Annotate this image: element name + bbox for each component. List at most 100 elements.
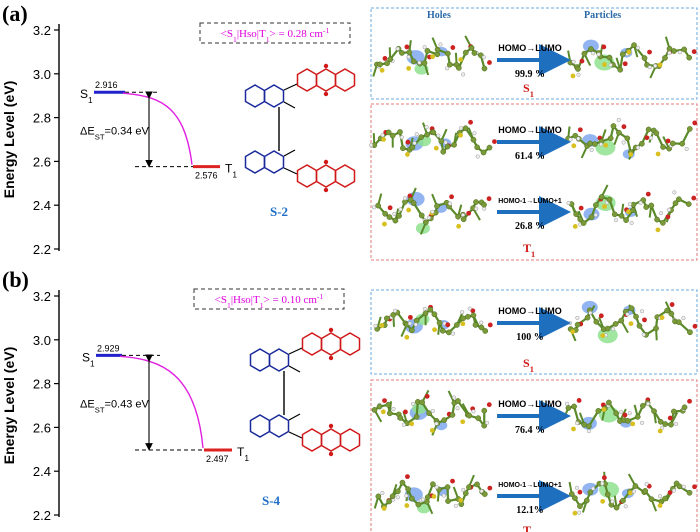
atom — [384, 60, 390, 67]
oxygen-atom — [691, 49, 697, 55]
t1-value: 2.497 — [206, 454, 229, 464]
atom — [449, 412, 456, 418]
atom — [462, 49, 469, 56]
atom — [624, 135, 631, 142]
oxygen-atom — [601, 44, 607, 50]
hydrogen-atom — [460, 310, 465, 315]
atom — [405, 486, 411, 492]
thioxanthone-ring — [339, 428, 361, 452]
atom — [377, 61, 383, 68]
atom — [631, 42, 637, 48]
sulfur-atom — [429, 428, 435, 433]
atom — [681, 404, 688, 411]
sulfur-atom — [406, 65, 412, 71]
atom — [610, 123, 617, 129]
atom — [444, 484, 451, 490]
sulfur-atom — [601, 407, 607, 412]
naphthyl-ring — [249, 348, 271, 372]
hydrogen-atom — [635, 145, 641, 150]
hydrogen-atom — [647, 65, 652, 70]
hydrogen-atom — [410, 401, 416, 406]
hydrogen-atom — [684, 146, 689, 151]
carbonyl-mark — [323, 91, 329, 97]
atom — [389, 132, 396, 139]
transition-label: HOMO→LUMO — [498, 399, 562, 409]
atom — [654, 216, 660, 223]
hydrogen-atom — [623, 504, 628, 509]
atom — [392, 217, 399, 224]
naphthyl-ring — [244, 84, 266, 108]
sulfur-atom — [382, 221, 387, 227]
atom — [481, 201, 487, 208]
hydrogen-atom — [422, 306, 427, 311]
atom — [668, 421, 674, 428]
chemical-structure — [249, 327, 361, 457]
s1-state-label: S1 — [523, 81, 534, 99]
sulfur-atom — [626, 209, 631, 215]
y-tick-label: 3.0 — [33, 67, 51, 82]
t1-box — [370, 379, 698, 532]
hydrogen-atom — [467, 306, 472, 311]
atom — [472, 322, 479, 328]
thioxanthone-ring — [320, 428, 342, 452]
atom — [584, 314, 591, 321]
atom — [397, 415, 404, 421]
oxygen-atom — [445, 322, 451, 328]
hydrogen-atom — [481, 55, 486, 60]
orbital-lobe — [581, 300, 598, 314]
oxygen-atom — [387, 205, 393, 211]
hydrogen-atom — [610, 327, 616, 332]
atom — [415, 501, 422, 508]
atom — [466, 412, 473, 419]
hole-molecule — [369, 119, 497, 159]
bond — [587, 410, 600, 427]
oxygen-atom — [450, 478, 455, 484]
isc-curve — [122, 92, 193, 165]
hydrogen-atom — [392, 308, 398, 313]
holes-header: Holes — [427, 10, 451, 21]
atom — [642, 488, 649, 494]
oxygen-atom — [468, 119, 473, 125]
hydrogen-atom — [395, 495, 400, 500]
atom — [481, 407, 488, 414]
hydrogen-atom — [575, 421, 580, 426]
atom — [643, 204, 650, 210]
s1-label: S1 — [80, 87, 93, 105]
methoxy-bond — [288, 365, 301, 373]
atom — [462, 125, 469, 132]
sulfur-atom — [380, 409, 386, 415]
transition-percent: 76.4 % — [515, 425, 545, 436]
atom — [588, 214, 595, 220]
atom — [606, 399, 612, 406]
thioxanthone-ring — [320, 332, 342, 356]
atom — [686, 126, 693, 132]
carbonyl-mark — [323, 159, 329, 165]
oxygen-atom — [687, 398, 692, 404]
oxygen-atom — [487, 322, 493, 328]
thioxanthone-ring — [339, 332, 361, 356]
atom — [468, 45, 475, 51]
atom — [434, 203, 440, 209]
oxygen-atom — [691, 195, 697, 201]
atom — [371, 407, 378, 413]
atom — [572, 495, 578, 501]
hydrogen-atom — [649, 135, 654, 141]
atom — [583, 497, 590, 504]
atom — [606, 196, 613, 203]
atom — [413, 317, 420, 324]
atom — [672, 200, 679, 207]
hydrogen-atom — [453, 503, 459, 508]
atom — [434, 46, 441, 53]
naphthyl-ring — [263, 84, 285, 108]
atom — [471, 50, 478, 56]
atom — [580, 220, 587, 226]
atom — [651, 408, 657, 415]
atom — [687, 329, 693, 336]
particle-molecule — [567, 300, 698, 344]
thioxanthone-ring — [296, 68, 318, 92]
hydrogen-atom — [576, 72, 581, 77]
hydrogen-atom — [461, 72, 466, 77]
atom — [431, 311, 438, 318]
sulfur-atom — [460, 419, 466, 425]
atom — [641, 55, 648, 61]
